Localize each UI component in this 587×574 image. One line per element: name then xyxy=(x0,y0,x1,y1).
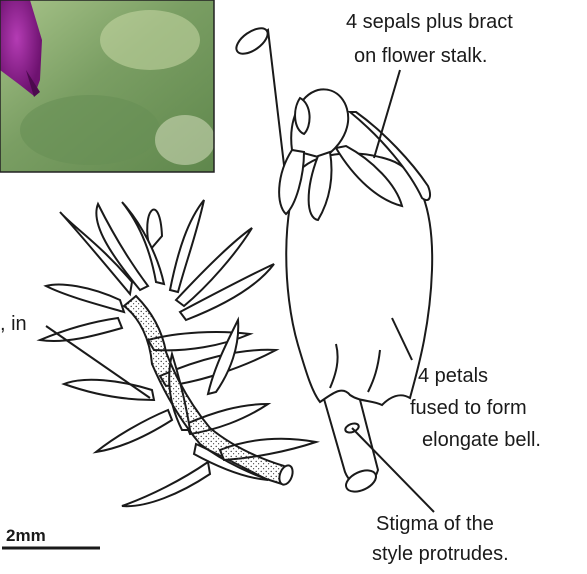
label-petals-line1: 4 petals xyxy=(418,364,488,388)
label-petals-line3: elongate bell. xyxy=(422,428,541,452)
label-stigma-line2: style protrudes. xyxy=(372,542,509,566)
label-stigma-line1: Stigma of the xyxy=(376,512,494,536)
flower-photo xyxy=(0,0,215,172)
scale-label: 2mm xyxy=(6,524,46,548)
leafy-twig xyxy=(40,200,316,506)
label-sepals-line2: on flower stalk. xyxy=(354,44,487,68)
label-petals-line2: fused to form xyxy=(410,396,527,420)
label-sepals-line1: 4 sepals plus bract xyxy=(346,10,513,34)
label-leaf-partial: , in xyxy=(0,312,27,336)
